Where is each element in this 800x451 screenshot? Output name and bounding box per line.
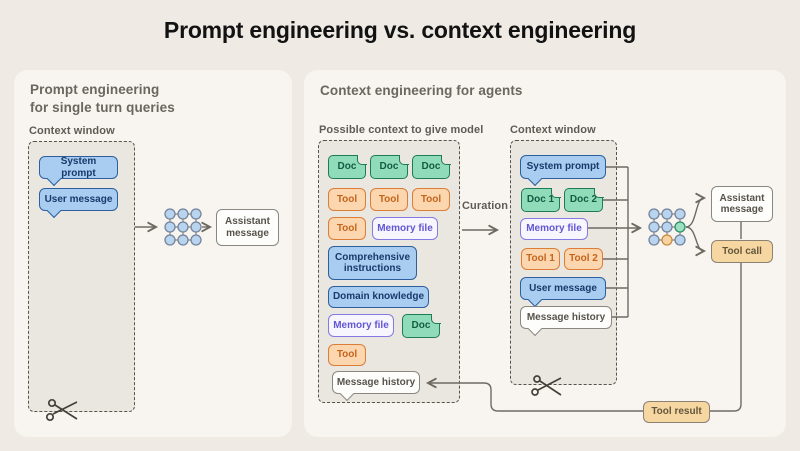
left-panel-heading: Prompt engineering for single turn queri… <box>30 81 175 117</box>
memory-file-chip: Memory file <box>328 314 394 337</box>
memory-file-chip: Memory file <box>372 217 438 240</box>
tool-chip: Tool <box>370 188 408 211</box>
tool-chip: Tool <box>328 188 366 211</box>
context-window-label-left: Context window <box>29 125 115 137</box>
right-panel-heading: Context engineering for agents <box>320 83 523 98</box>
tool-chip: Tool <box>328 217 366 240</box>
doc-1-chip: Doc 1 <box>521 187 561 212</box>
assistant-message-box-right: Assistant message <box>711 186 773 222</box>
assistant-message-box-left: Assistant message <box>216 209 279 246</box>
message-history-chip: Message history <box>332 371 420 394</box>
comprehensive-instructions-chip: Comprehensive instructions <box>328 246 417 280</box>
system-prompt-chip: System prompt <box>520 155 606 179</box>
tool-1-chip: Tool 1 <box>521 248 560 270</box>
doc-chip: Doc <box>402 313 441 338</box>
doc-chip: Doc <box>370 154 409 179</box>
doc-chip: Doc <box>328 154 367 179</box>
pool-label: Possible context to give model <box>319 124 484 136</box>
tool-call-box: Tool call <box>711 240 773 263</box>
domain-knowledge-chip: Domain knowledge <box>328 286 429 308</box>
tool-chip: Tool <box>328 344 366 366</box>
tool-2-chip: Tool 2 <box>564 248 603 270</box>
memory-file-chip: Memory file <box>520 218 588 240</box>
message-history-chip: Message history <box>520 306 612 329</box>
user-message-chip: User message <box>520 277 606 300</box>
tool-result-box: Tool result <box>643 401 710 423</box>
doc-chip: Doc <box>412 154 451 179</box>
page-title: Prompt engineering vs. context engineeri… <box>163 17 637 43</box>
left-panel-heading-line1: Prompt engineering <box>30 82 160 97</box>
context-window-label-right: Context window <box>510 124 596 136</box>
system-prompt-chip: System prompt <box>39 156 118 179</box>
user-message-chip: User message <box>39 188 118 211</box>
curation-label: Curation <box>462 200 509 212</box>
left-panel-heading-line2: for single turn queries <box>30 99 175 115</box>
tool-chip: Tool <box>412 188 450 211</box>
doc-2-chip: Doc 2 <box>564 187 604 212</box>
context-window-box-left <box>28 141 135 412</box>
